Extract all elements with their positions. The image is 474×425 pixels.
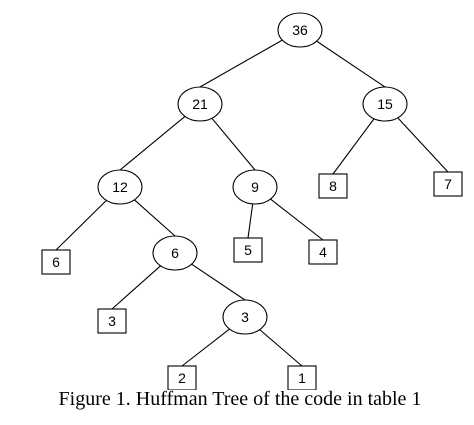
node-label: 2 [178,370,186,386]
leaf-node-l4: 4 [308,239,338,265]
tree-edge-n3i-l2 [181,328,230,367]
node-ellipse [97,169,143,205]
node-label: 15 [377,96,393,112]
node-label: 5 [244,242,252,258]
internal-node-n21: 21 [177,86,223,122]
node-label: 1 [298,370,306,386]
tree-edge-n15-l8 [332,118,375,175]
tree-edge-n15-l7 [397,117,449,173]
tree-edge-n36-n15 [316,40,386,88]
leaf-node-l6: 6 [41,249,71,275]
leaf-box [433,171,463,197]
tree-edge-n21-n12 [119,115,186,171]
tree-edge-n6i-l3 [111,265,161,310]
leaf-box [318,173,348,199]
node-label: 6 [52,254,60,270]
node-ellipse [232,169,278,205]
internal-node-n3i: 3 [222,299,268,335]
tree-edge-n9-l4 [270,198,324,241]
node-label: 3 [241,309,249,325]
leaf-box [233,237,263,263]
tree-edge-n12-l6 [55,199,107,251]
node-ellipse [177,86,223,122]
node-ellipse [277,12,323,48]
node-label: 3 [108,313,116,329]
node-label: 7 [444,176,452,192]
node-label: 9 [251,179,259,195]
leaf-box [41,249,71,275]
internal-node-n6i: 6 [152,235,198,271]
figure-caption: Figure 1. Huffman Tree of the code in ta… [58,388,422,410]
leaf-box [167,365,197,390]
leaf-node-l1: 1 [287,365,317,390]
tree-edge-n3i-l1 [259,329,303,367]
node-ellipse [362,86,408,122]
tree-edge-n36-n21 [199,39,283,88]
tree-edge-n12-n6i [134,199,176,237]
leaf-node-l5: 5 [233,237,263,263]
node-label: 36 [292,22,308,38]
internal-node-n9: 9 [232,169,278,205]
node-label: 8 [329,178,337,194]
internal-node-n36: 36 [277,12,323,48]
leaf-box [287,365,317,390]
tree-edge-n9-l5 [247,203,254,239]
leaf-node-l2: 2 [167,365,197,390]
internal-node-n15: 15 [362,86,408,122]
leaf-node-l7: 7 [433,171,463,197]
tree-edge-n21-n9 [211,117,256,171]
node-ellipse [152,235,198,271]
node-label: 4 [319,244,327,260]
leaf-box [97,308,127,334]
node-label: 21 [192,96,208,112]
node-label: 12 [112,179,128,195]
node-label: 6 [171,245,179,261]
leaf-node-l3: 3 [97,308,127,334]
tree-edges [55,39,449,367]
node-ellipse [222,299,268,335]
internal-node-n12: 12 [97,169,143,205]
leaf-node-l8: 8 [318,173,348,199]
leaf-box [308,239,338,265]
tree-edge-n6i-n3i [191,263,246,301]
